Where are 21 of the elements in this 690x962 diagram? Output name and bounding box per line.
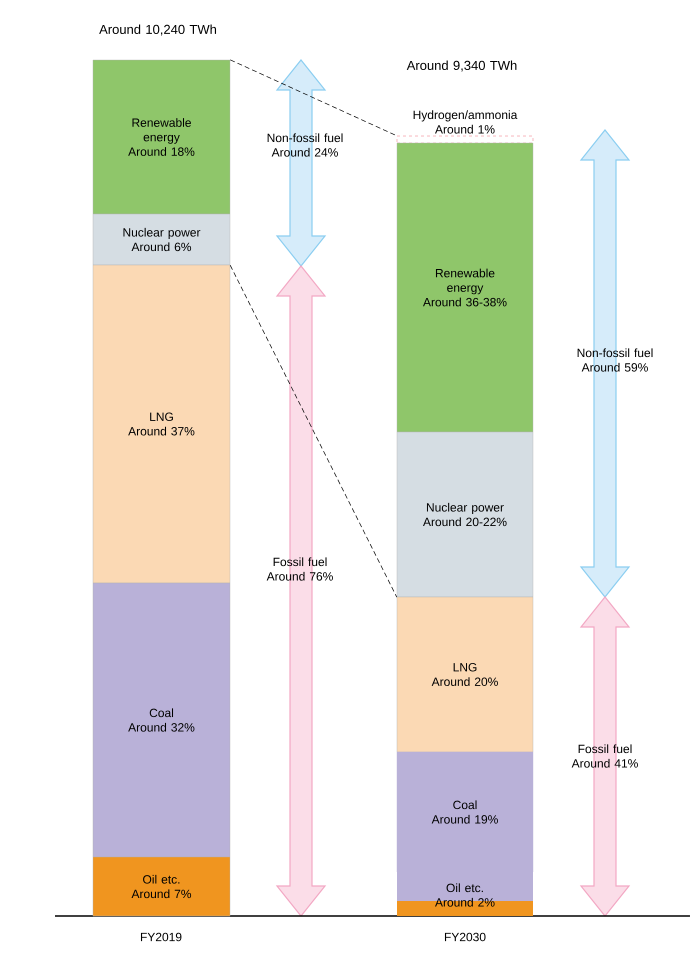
bar-segment: Coal Around 32%	[92, 582, 230, 858]
node-label: Hydrogen/ammonia	[414, 110, 518, 122]
range-label: Fossil fuel Around 76%	[266, 557, 333, 581]
total-label: Around 9,340 TWh	[406, 60, 516, 72]
total-label: Around 10,240 TWh	[99, 24, 216, 36]
bar-segment: Renewable energy Around 18%	[92, 60, 230, 214]
bar-segment: LNG Around 37%	[92, 264, 230, 584]
bar-segment: LNG Around 20%	[396, 596, 534, 752]
node-label: Around 1%	[434, 124, 495, 134]
bar-segment: Oil etc. Around 7%	[92, 856, 230, 916]
range-label: Non-fossil fuel Around 59%	[578, 348, 653, 372]
year-label: FY2019	[140, 932, 182, 942]
year-label: FY2030	[444, 932, 486, 942]
dashed-line	[230, 59, 398, 136]
range-label: Non-fossil fuel Around 24%	[268, 133, 343, 157]
bar-segment: Nuclear power Around 20-22%	[396, 432, 534, 598]
bar-segment: Renewable energy Around 36-38%	[396, 142, 534, 432]
dashed-line	[230, 264, 398, 598]
bar-segment: Nuclear power Around 6%	[92, 214, 230, 266]
range-label: Fossil fuel Around 41%	[572, 744, 638, 768]
node-label: Oil etc.	[446, 883, 483, 892]
